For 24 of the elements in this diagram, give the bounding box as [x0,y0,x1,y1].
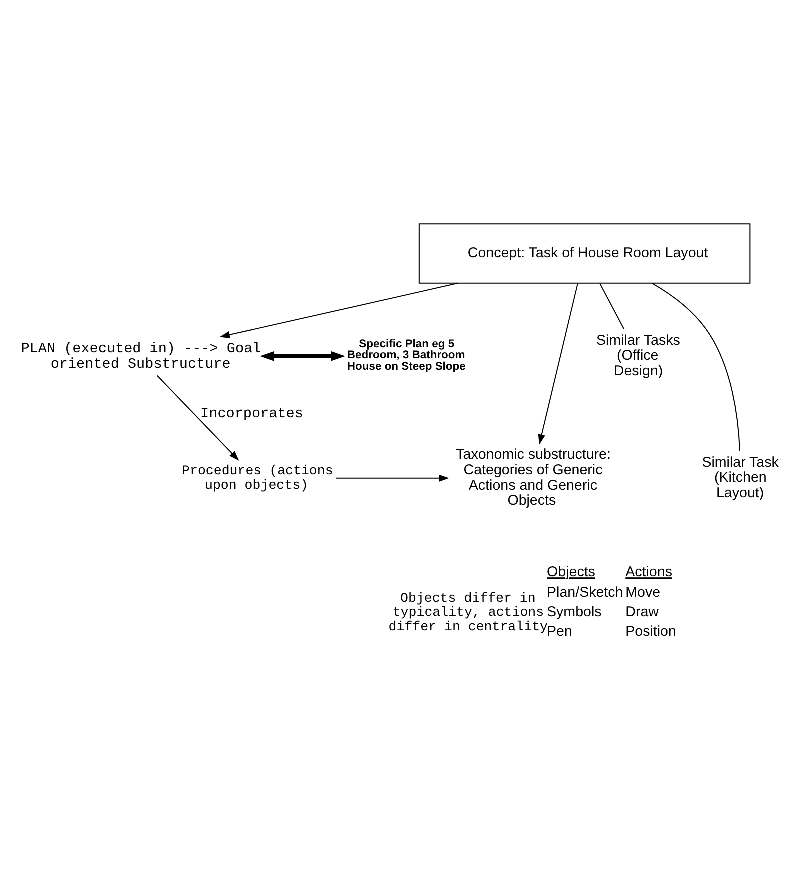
connector [652,282,740,451]
label: Actions [625,564,672,580]
label: Move [625,584,660,601]
node-text: Taxonomic substructure: Categories of Generic Actions and Generic Objects [456,446,610,509]
label: Plan/Sketch [546,584,623,601]
node-text: Similar Task (Kitchen Layout) [702,454,778,501]
node-text: Specific Plan eg 5 Bedroom, 3 Bathroom House on Steep Slope [346,338,466,372]
node-text: PLAN (executed in) ---> Goal oriented Substructure [20,341,261,372]
label: Position [625,623,676,640]
edge-label: Incorporates [200,406,303,422]
label: Draw [625,604,658,620]
label: Symbols [546,604,602,620]
arrow [538,282,578,444]
arrow [219,282,458,338]
arrow [336,474,449,482]
arrow [260,350,345,361]
connector [599,282,624,330]
arrow [156,375,239,460]
node-text: Similar Tasks (Office Design) [596,332,680,379]
label: Objects differ in typicality, actions differ in centrality [388,590,548,634]
node-text: Procedures (actions upon objects) [182,463,333,492]
label: Objects [546,564,595,580]
label: Pen [546,623,572,640]
node-box: Concept: Task of House Room Layout [418,223,750,284]
